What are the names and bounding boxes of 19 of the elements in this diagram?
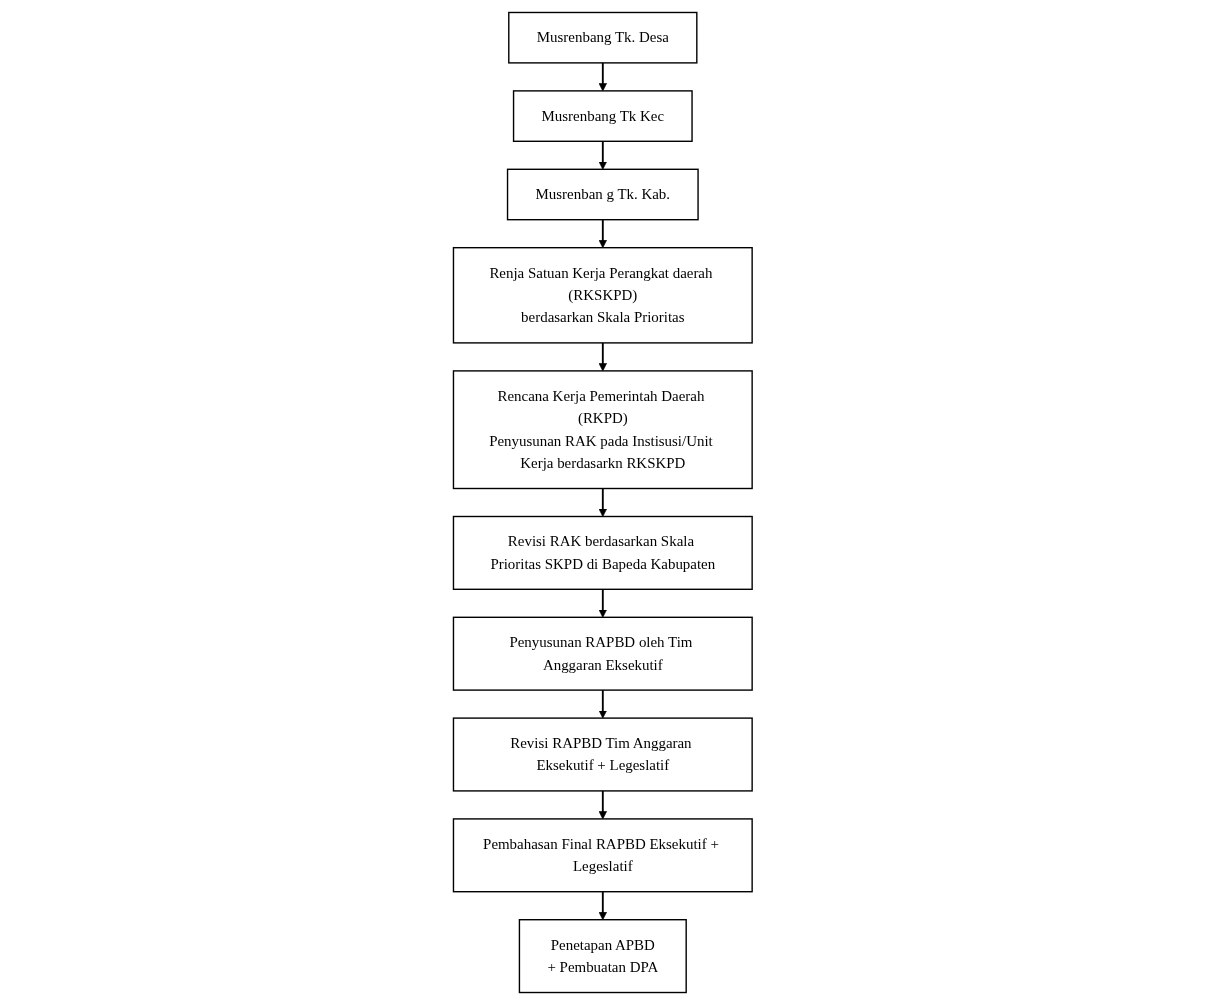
arrow bbox=[598, 140, 607, 170]
arrow bbox=[598, 890, 607, 921]
arrow bbox=[598, 487, 607, 517]
node-box: Musrenbang Tk. Desa bbox=[507, 11, 698, 64]
arrow bbox=[598, 789, 607, 820]
node-box: Musrenbang Tk Kec bbox=[512, 90, 693, 142]
node-box: Revisi RAK berdasarkan Skala Prioritas SKPD di Bapeda Kabupaten bbox=[452, 515, 753, 590]
node-box: Revisi RAPBD Tim Anggaran Eksekutif + Legeslatif bbox=[452, 717, 753, 792]
node-box: Pembahasan Final RAPBD Eksekutif + Legeslatif bbox=[452, 818, 753, 893]
arrow bbox=[598, 341, 607, 372]
arrow bbox=[598, 689, 607, 719]
node-box: Renja Satuan Kerja Perangkat daerah (RKSKPD) berdasarkan Skala Prioritas bbox=[452, 247, 753, 344]
arrow bbox=[598, 588, 607, 618]
node-box: Rencana Kerja Pemerintah Daerah (RKPD) Penyusunan RAK pada Instisusi/Unit Kerja berdasarkn RKSKPD bbox=[452, 370, 753, 490]
arrow bbox=[598, 218, 607, 249]
node-box: Penetapan APBD + Pembuatan DPA bbox=[518, 919, 687, 994]
node-box: Penyusunan RAPBD oleh Tim Anggaran Eksekutif bbox=[452, 616, 753, 691]
node-box: Musrenban g Tk. Kab. bbox=[506, 168, 699, 221]
arrow bbox=[598, 61, 607, 92]
